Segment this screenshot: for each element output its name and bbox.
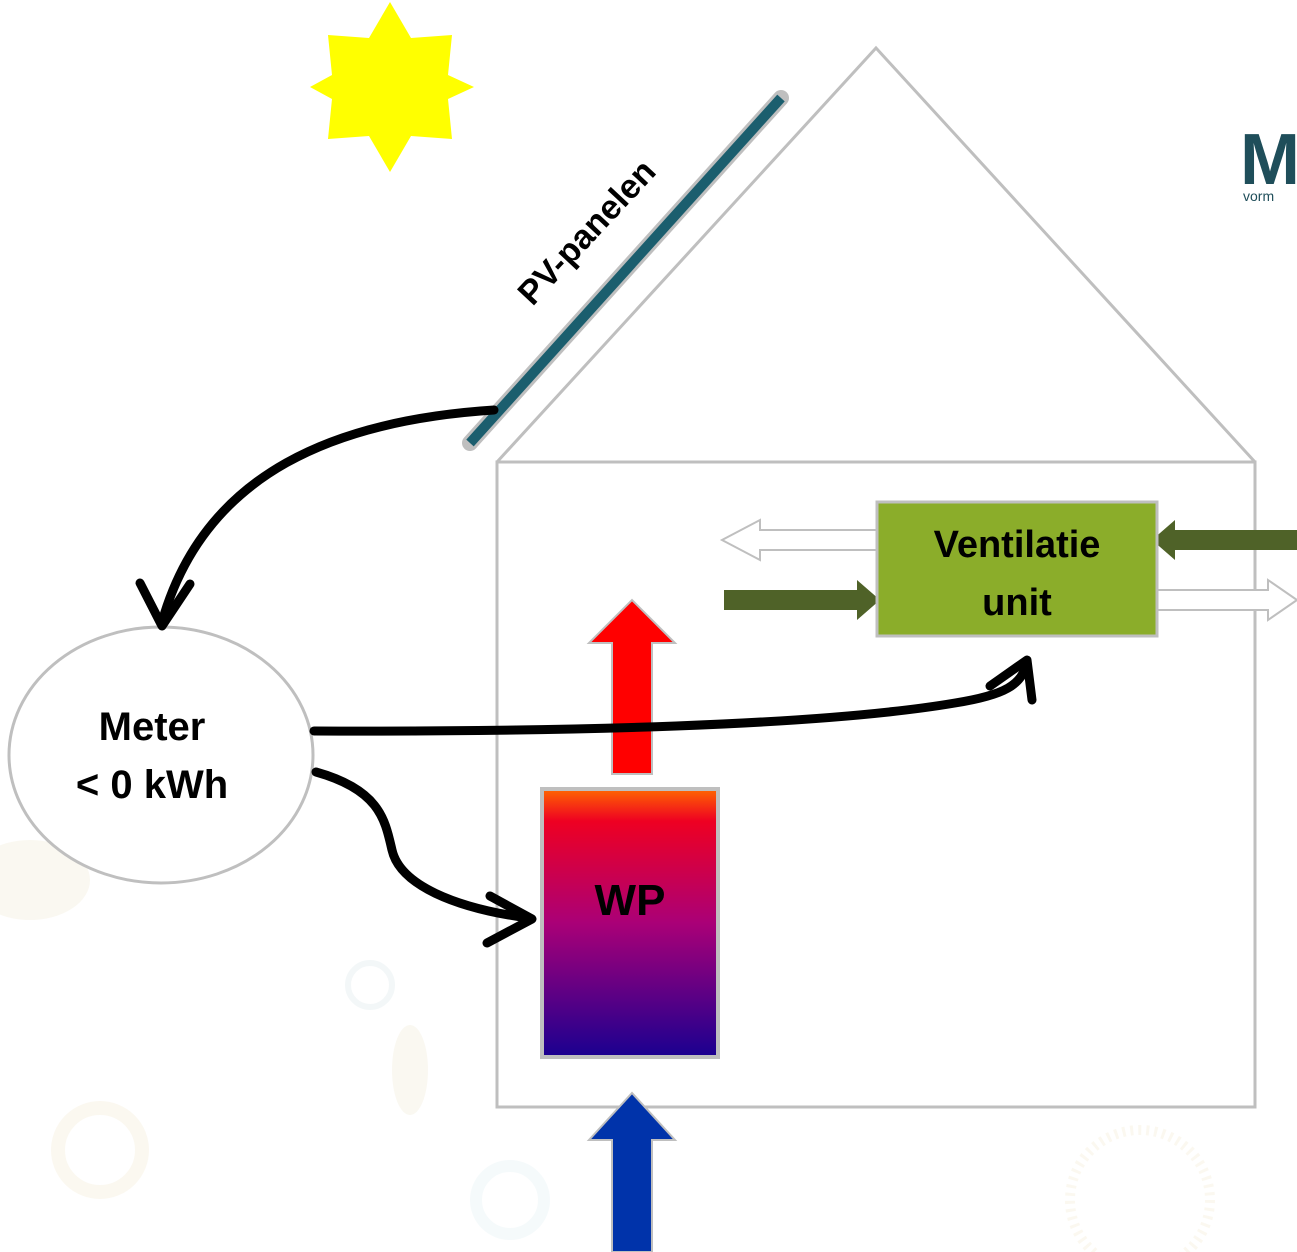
ventilation-unit (875, 500, 1159, 638)
ventilation-unit-label-line1: Ventilatie (934, 524, 1101, 566)
meter-to-heat-pump-arrow (311, 767, 533, 923)
pv-to-meter-arrow (157, 405, 499, 627)
pv-panel (462, 90, 789, 451)
meter-to-ventilation-arrowhead (985, 655, 1037, 705)
cold-input-arrow (586, 1091, 678, 1252)
supply-air-arrow (724, 580, 880, 620)
outdoor-air-arrow (1152, 520, 1297, 560)
extract-air-arrow (719, 518, 881, 562)
ventilation-unit-label-line2: unit (982, 582, 1052, 624)
heat-pump (540, 787, 720, 1059)
logo-mark: M (1240, 120, 1297, 200)
sun-icon (310, 2, 474, 172)
pv-panel-label: PV-panelen (511, 153, 664, 313)
heat-pump-label: WP (595, 876, 666, 925)
exhaust-air-arrow (1149, 578, 1297, 622)
pv-to-meter-arrowhead (135, 578, 195, 631)
house-roof (495, 45, 1257, 464)
background-decoration (0, 840, 1215, 1252)
meter-label-line2: < 0 kWh (76, 763, 228, 807)
arrow-connections (135, 405, 1037, 948)
heat-output-arrow (586, 598, 678, 775)
logo-tagline: vorm (1243, 188, 1274, 204)
meter-to-ventilation-arrow (309, 657, 1032, 736)
house-outline (495, 45, 1257, 1109)
meter-circle (7, 625, 315, 885)
meter-to-heat-pump-arrowhead (482, 891, 537, 948)
house-walls (495, 460, 1257, 1109)
meter-label-line1: Meter (99, 705, 206, 749)
